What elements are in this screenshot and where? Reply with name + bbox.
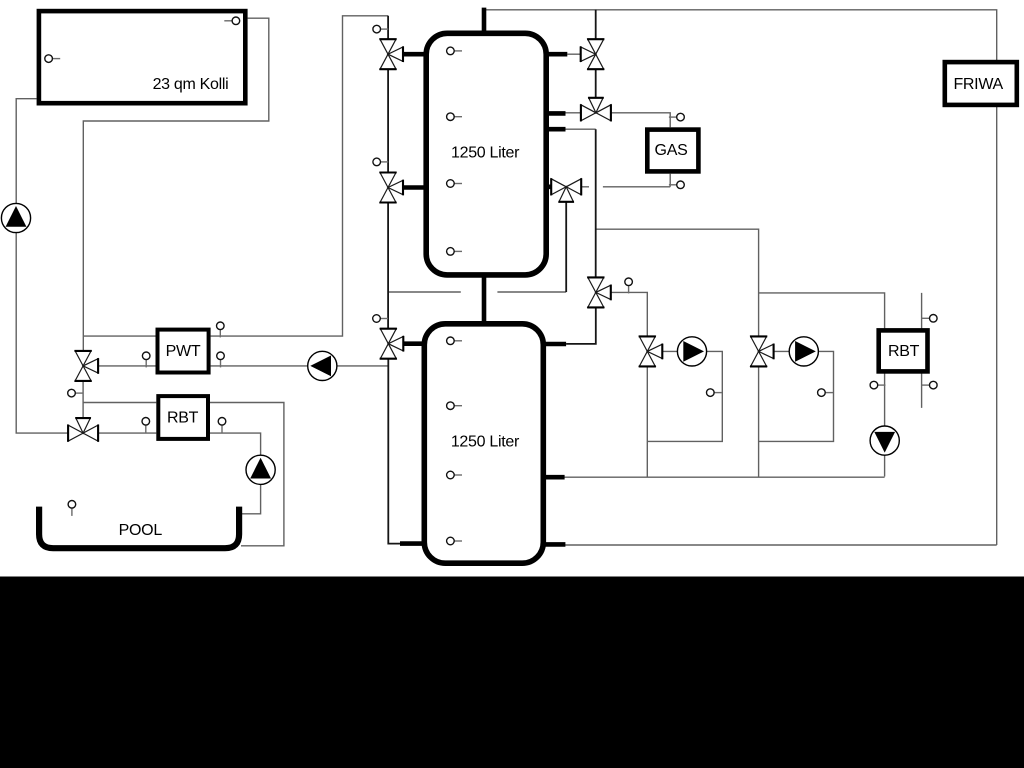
svg-text:GAS: GAS: [655, 142, 688, 159]
svg-text:PWT: PWT: [166, 343, 201, 360]
svg-text:RBT: RBT: [167, 409, 199, 426]
svg-text:23 qm Kolli: 23 qm Kolli: [153, 76, 229, 93]
svg-text:POOL: POOL: [119, 522, 163, 539]
svg-text:1250 Liter: 1250 Liter: [451, 144, 520, 161]
svg-text:1250 Liter: 1250 Liter: [451, 434, 520, 451]
svg-text:RBT: RBT: [888, 343, 920, 360]
svg-text:FRIWA: FRIWA: [953, 76, 1003, 93]
